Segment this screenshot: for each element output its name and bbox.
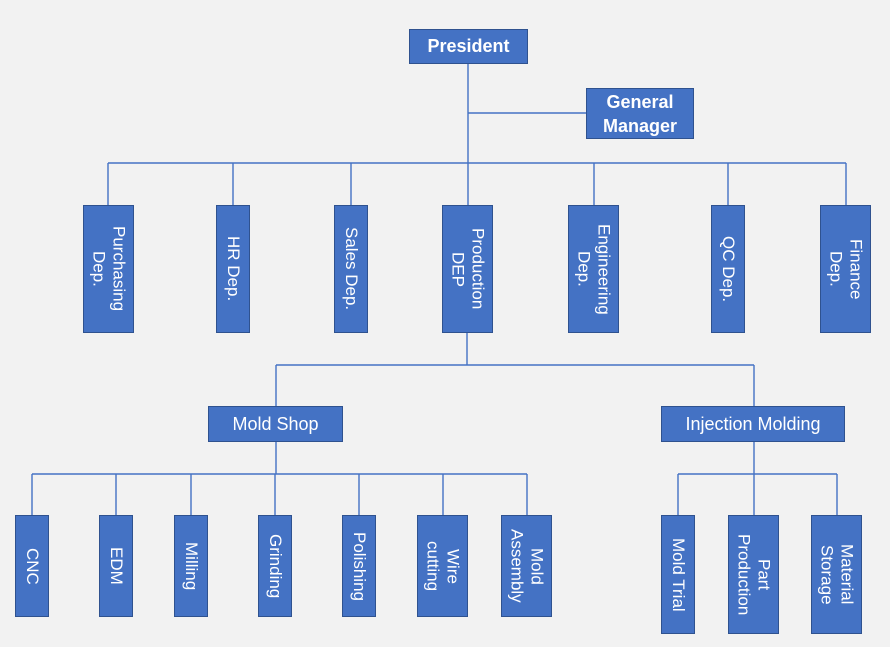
- qc-dep-box: QC Dep.: [711, 205, 745, 333]
- mold-trial-box: Mold Trial: [661, 515, 695, 634]
- general-manager-label: General Manager: [602, 91, 678, 136]
- milling-label: Milling: [182, 541, 201, 591]
- milling-box: Milling: [174, 515, 208, 617]
- hr-dep-box: HR Dep.: [216, 205, 250, 333]
- cnc-box: CNC: [15, 515, 49, 617]
- cnc-label: CNC: [23, 547, 42, 585]
- polishing-box: Polishing: [342, 515, 376, 617]
- part-production-label: Part Production: [734, 533, 774, 616]
- engineering-dep-label: Engineering Dep.: [574, 223, 614, 315]
- material-storage-box: Material Storage: [811, 515, 862, 634]
- purchasing-dep-box: Purchasing Dep.: [83, 205, 134, 333]
- general-manager-box: General Manager: [586, 88, 694, 139]
- hr-dep-label: HR Dep.: [224, 236, 243, 302]
- injection-molding-box: Injection Molding: [661, 406, 845, 442]
- part-production-box: Part Production: [728, 515, 779, 634]
- grinding-label: Grinding: [266, 533, 285, 599]
- mold-assembly-label: Mold Assembly: [507, 529, 547, 603]
- mold-assembly-box: Mold Assembly: [501, 515, 552, 617]
- wire-cutting-label: Wire cutting: [423, 540, 463, 592]
- mold-trial-label: Mold Trial: [669, 537, 688, 612]
- polishing-label: Polishing: [350, 531, 369, 601]
- material-storage-label: Material Storage: [817, 544, 857, 605]
- mold-shop-label: Mold Shop: [232, 413, 319, 434]
- grinding-box: Grinding: [258, 515, 292, 617]
- production-dep-label: Production DEP: [448, 228, 488, 310]
- edm-box: EDM: [99, 515, 133, 617]
- sales-dep-box: Sales Dep.: [334, 205, 368, 333]
- finance-dep-box: Finance Dep.: [820, 205, 871, 333]
- qc-dep-label: QC Dep.: [719, 235, 738, 303]
- mold-shop-box: Mold Shop: [208, 406, 343, 442]
- sales-dep-label: Sales Dep.: [342, 227, 361, 311]
- production-dep-box: Production DEP: [442, 205, 493, 333]
- president-label: President: [427, 36, 510, 56]
- finance-dep-label: Finance Dep.: [826, 238, 866, 300]
- engineering-dep-box: Engineering Dep.: [568, 205, 619, 333]
- edm-label: EDM: [107, 547, 126, 585]
- wire-cutting-box: Wire cutting: [417, 515, 468, 617]
- injection-molding-label: Injection Molding: [685, 413, 821, 434]
- purchasing-dep-label: Purchasing Dep.: [89, 226, 129, 312]
- president-box: President: [409, 29, 528, 64]
